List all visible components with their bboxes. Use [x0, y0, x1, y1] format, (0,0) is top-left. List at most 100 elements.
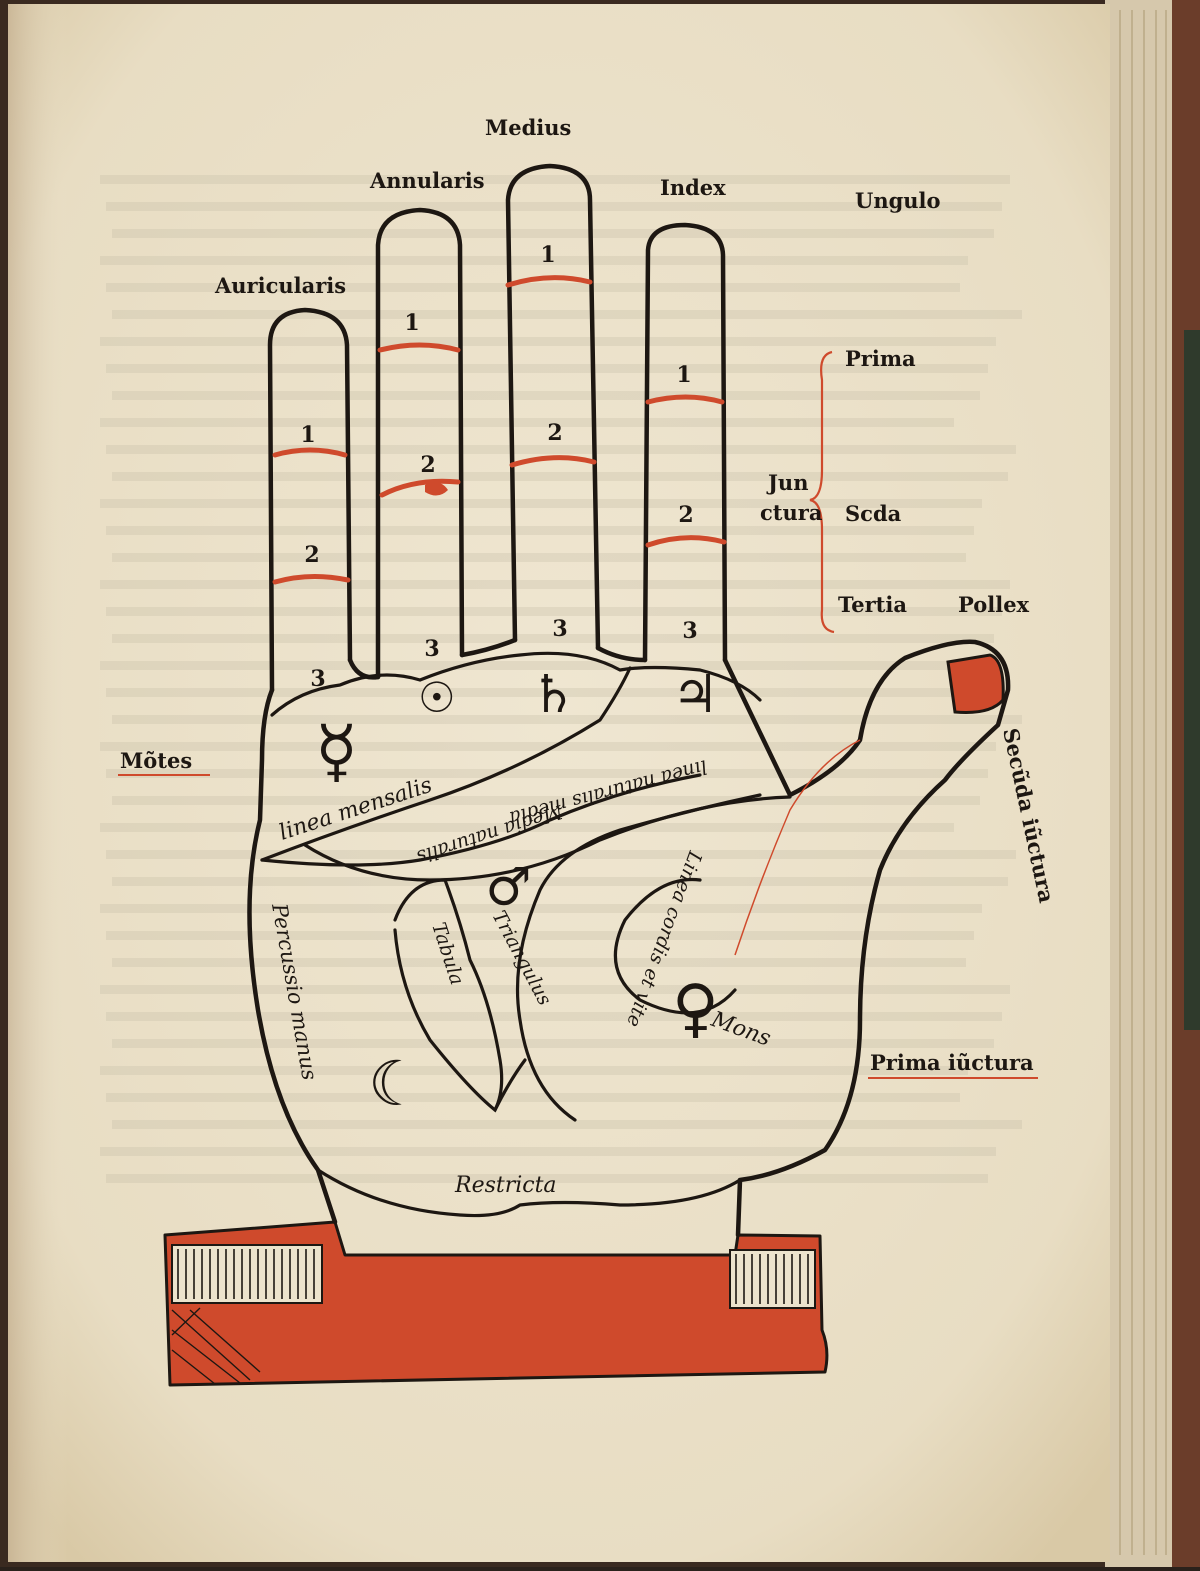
- bleed-through-line: [100, 742, 996, 751]
- label-montes: Mõtes: [120, 748, 192, 773]
- index-finger-outline: [642, 222, 728, 663]
- lower-mensal-line: [260, 773, 702, 867]
- thumb-nail: [946, 653, 1005, 714]
- cover-green-edge: [1184, 330, 1200, 1030]
- index-joint-number-3: 3: [682, 618, 697, 644]
- bleed-through-line: [106, 769, 988, 778]
- label-auricularis: Auricularis: [214, 273, 346, 298]
- bleed-through-line: [106, 202, 1002, 211]
- ring-joint-number-1: 1: [404, 310, 419, 336]
- index-joint-number-2: 2: [678, 502, 693, 528]
- label-junctura-2: ctura: [760, 500, 823, 525]
- bleed-through-line: [106, 445, 1016, 454]
- bleed-through-line: [106, 931, 974, 940]
- bleed-through-line: [100, 904, 982, 913]
- bleed-through-line: [100, 499, 982, 508]
- bleed-through-line: [100, 175, 1010, 184]
- label-index: Index: [660, 175, 726, 200]
- middle-joint-number-1: 1: [540, 242, 555, 268]
- bleed-through-line: [112, 634, 994, 643]
- page-gutter-shadow: [8, 4, 68, 1562]
- venus-symbol-icon: ♀: [672, 972, 719, 1046]
- bleed-through-text: [100, 175, 1022, 1183]
- joint-numbers: 1 2 3 1 2 3 1 2 3 1 2 3: [300, 242, 697, 692]
- bleed-through-line: [100, 580, 1010, 589]
- bleed-through-line: [100, 337, 996, 346]
- cuff-hatching: [177, 1249, 809, 1304]
- bleed-through-line: [112, 229, 994, 238]
- bleed-through-line: [112, 877, 1008, 886]
- bleed-through-line: [100, 985, 1010, 994]
- bleed-through-line: [100, 256, 968, 265]
- bleed-through-line: [112, 310, 1022, 319]
- bleed-through-line: [106, 283, 960, 292]
- bleed-through-line: [106, 688, 960, 697]
- middle-joint-1: [505, 275, 593, 288]
- little-joint-number-1: 1: [300, 422, 315, 448]
- bleed-through-line: [112, 472, 1008, 481]
- jupiter-symbol-icon: ♃: [672, 665, 719, 725]
- ring-joint-1: [377, 342, 461, 353]
- middle-joint-number-2: 2: [547, 420, 562, 446]
- bleed-through-line: [100, 1147, 996, 1156]
- bleed-through-line: [100, 418, 954, 427]
- bleed-through-line: [112, 1039, 994, 1048]
- little-joint-number-3: 3: [310, 666, 325, 692]
- bleed-through-line: [100, 661, 968, 670]
- little-joint-2: [272, 573, 351, 585]
- little-joint-1: [272, 447, 348, 458]
- left-triangle-line: [393, 928, 527, 1113]
- index-joint-number-1: 1: [676, 362, 691, 388]
- bleed-through-line: [106, 607, 1002, 616]
- bleed-through-line: [112, 796, 980, 805]
- side-label-underlines: [118, 774, 1038, 1079]
- thumb-highlight: [734, 739, 861, 956]
- label-tertia: Tertia: [838, 592, 907, 617]
- cuff-right-hatch: [729, 1249, 816, 1309]
- middle-joint-number-3: 3: [552, 616, 567, 642]
- vital-line-inner: [613, 877, 737, 1015]
- ring-joint-number-3: 3: [424, 636, 439, 662]
- sun-symbol-icon: ☉: [418, 673, 456, 722]
- label-junctura-1: Jun: [766, 470, 808, 495]
- joint-lines: [272, 275, 727, 585]
- index-joint-2: [645, 535, 727, 548]
- index-joint-1: [645, 394, 725, 405]
- label-prima: Prima: [845, 346, 916, 371]
- bleed-through-line: [112, 553, 966, 562]
- mount-line: [270, 651, 762, 717]
- mensal-line: [260, 666, 632, 862]
- finger-labels: Medius Annularis Index Auricularis: [214, 115, 726, 298]
- middle-finger-outline: [505, 163, 601, 651]
- ring-joint-2: [379, 478, 461, 498]
- juncture-bracket: [809, 350, 835, 634]
- hand-main-outline: [247, 639, 1011, 1238]
- saturn-symbol-icon: ♄: [530, 665, 577, 725]
- hand-outline: [247, 163, 1011, 1238]
- label-annularis: Annularis: [369, 168, 485, 193]
- bleed-through-line: [112, 715, 1022, 724]
- triangle-line: [393, 878, 504, 1112]
- label-secunda: Scda: [845, 501, 902, 526]
- palm-lines: [260, 651, 792, 1218]
- cuff-cross-hatch: [171, 1307, 261, 1385]
- middle-joint-2: [509, 455, 597, 468]
- little-finger-outline: [267, 307, 353, 693]
- label-restricta: Restricta: [454, 1173, 557, 1198]
- bleed-through-line: [112, 958, 966, 967]
- page-edge-lines: [1119, 10, 1167, 1555]
- ring-finger-outline: [375, 207, 465, 680]
- label-pollex: Pollex: [958, 592, 1030, 617]
- label-ungula: Ungulo: [855, 188, 941, 213]
- label-medius: Medius: [485, 115, 571, 140]
- mars-symbol-icon: ♂: [485, 858, 532, 918]
- cuff-left-hatch: [171, 1244, 323, 1304]
- ring-joint-number-2: 2: [420, 452, 435, 478]
- bleed-through-line: [106, 1093, 960, 1102]
- bleed-through-line: [112, 1120, 1022, 1129]
- restricta-line: [316, 1168, 742, 1218]
- bleed-through-line: [106, 364, 988, 373]
- moon-symbol-icon: ☾: [368, 1047, 424, 1120]
- mercury-symbol-icon: ☿: [315, 710, 358, 792]
